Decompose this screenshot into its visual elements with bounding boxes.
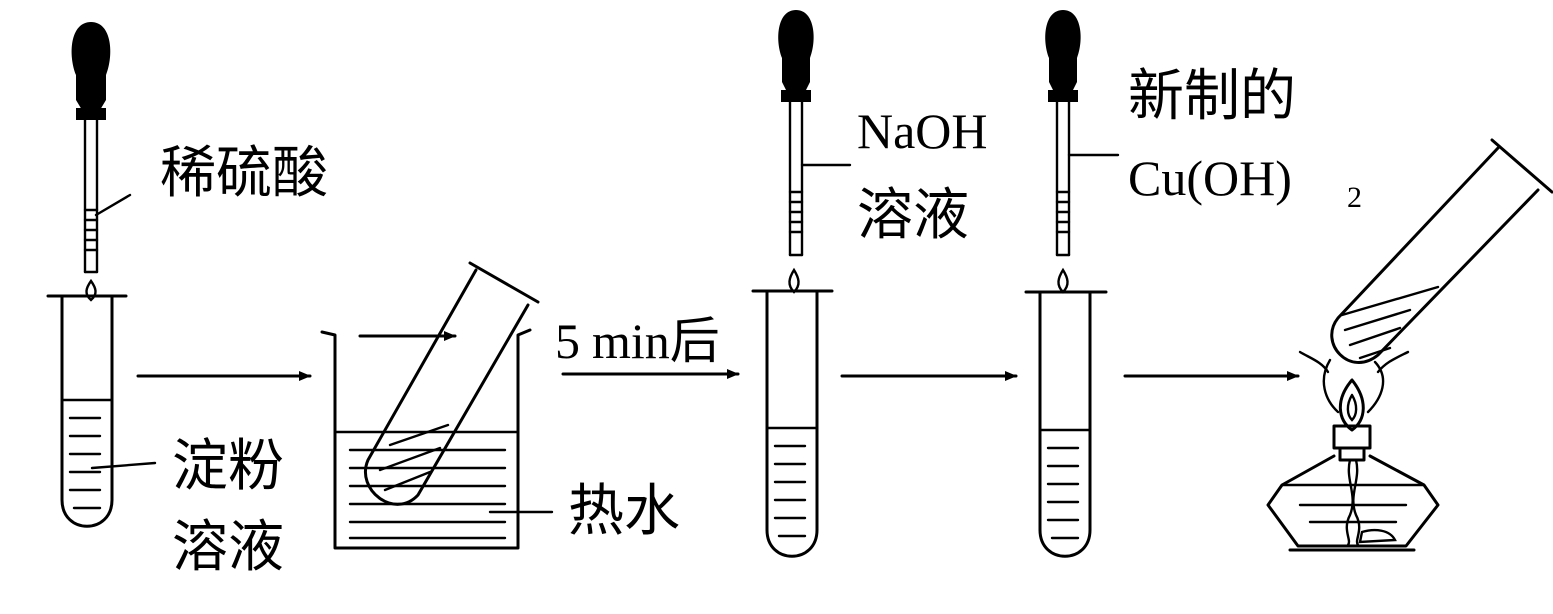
label-time-text: min后 [592,313,720,369]
label-naoh-line1: NaOH [857,103,988,159]
label-cuoh-formula: Cu(OH) [1128,150,1292,206]
label-cuoh-line1: 新制的 [1128,66,1296,128]
label-cuoh-subscript: 2 [1347,181,1362,214]
dropper-copper-hydroxide [1045,10,1120,257]
test-tube-starch [46,278,157,528]
test-tube-with-naoh [1024,267,1108,558]
dropper-naoh [778,10,852,257]
label-time-number: 5 [555,313,580,369]
dropper-sulfuric-acid [71,22,132,274]
beaker-hot-water [320,261,554,550]
label-naoh-line2: 溶液 [857,185,969,247]
alcohol-lamp-heating [1266,138,1553,552]
label-hot-water: 热水 [568,481,680,543]
label-starch-line2: 溶液 [172,517,284,579]
label-dilute-sulfuric-acid: 稀硫酸 [160,143,328,205]
label-starch-line1: 淀粉 [172,436,284,498]
test-tube-after-hydrolysis [751,267,834,558]
